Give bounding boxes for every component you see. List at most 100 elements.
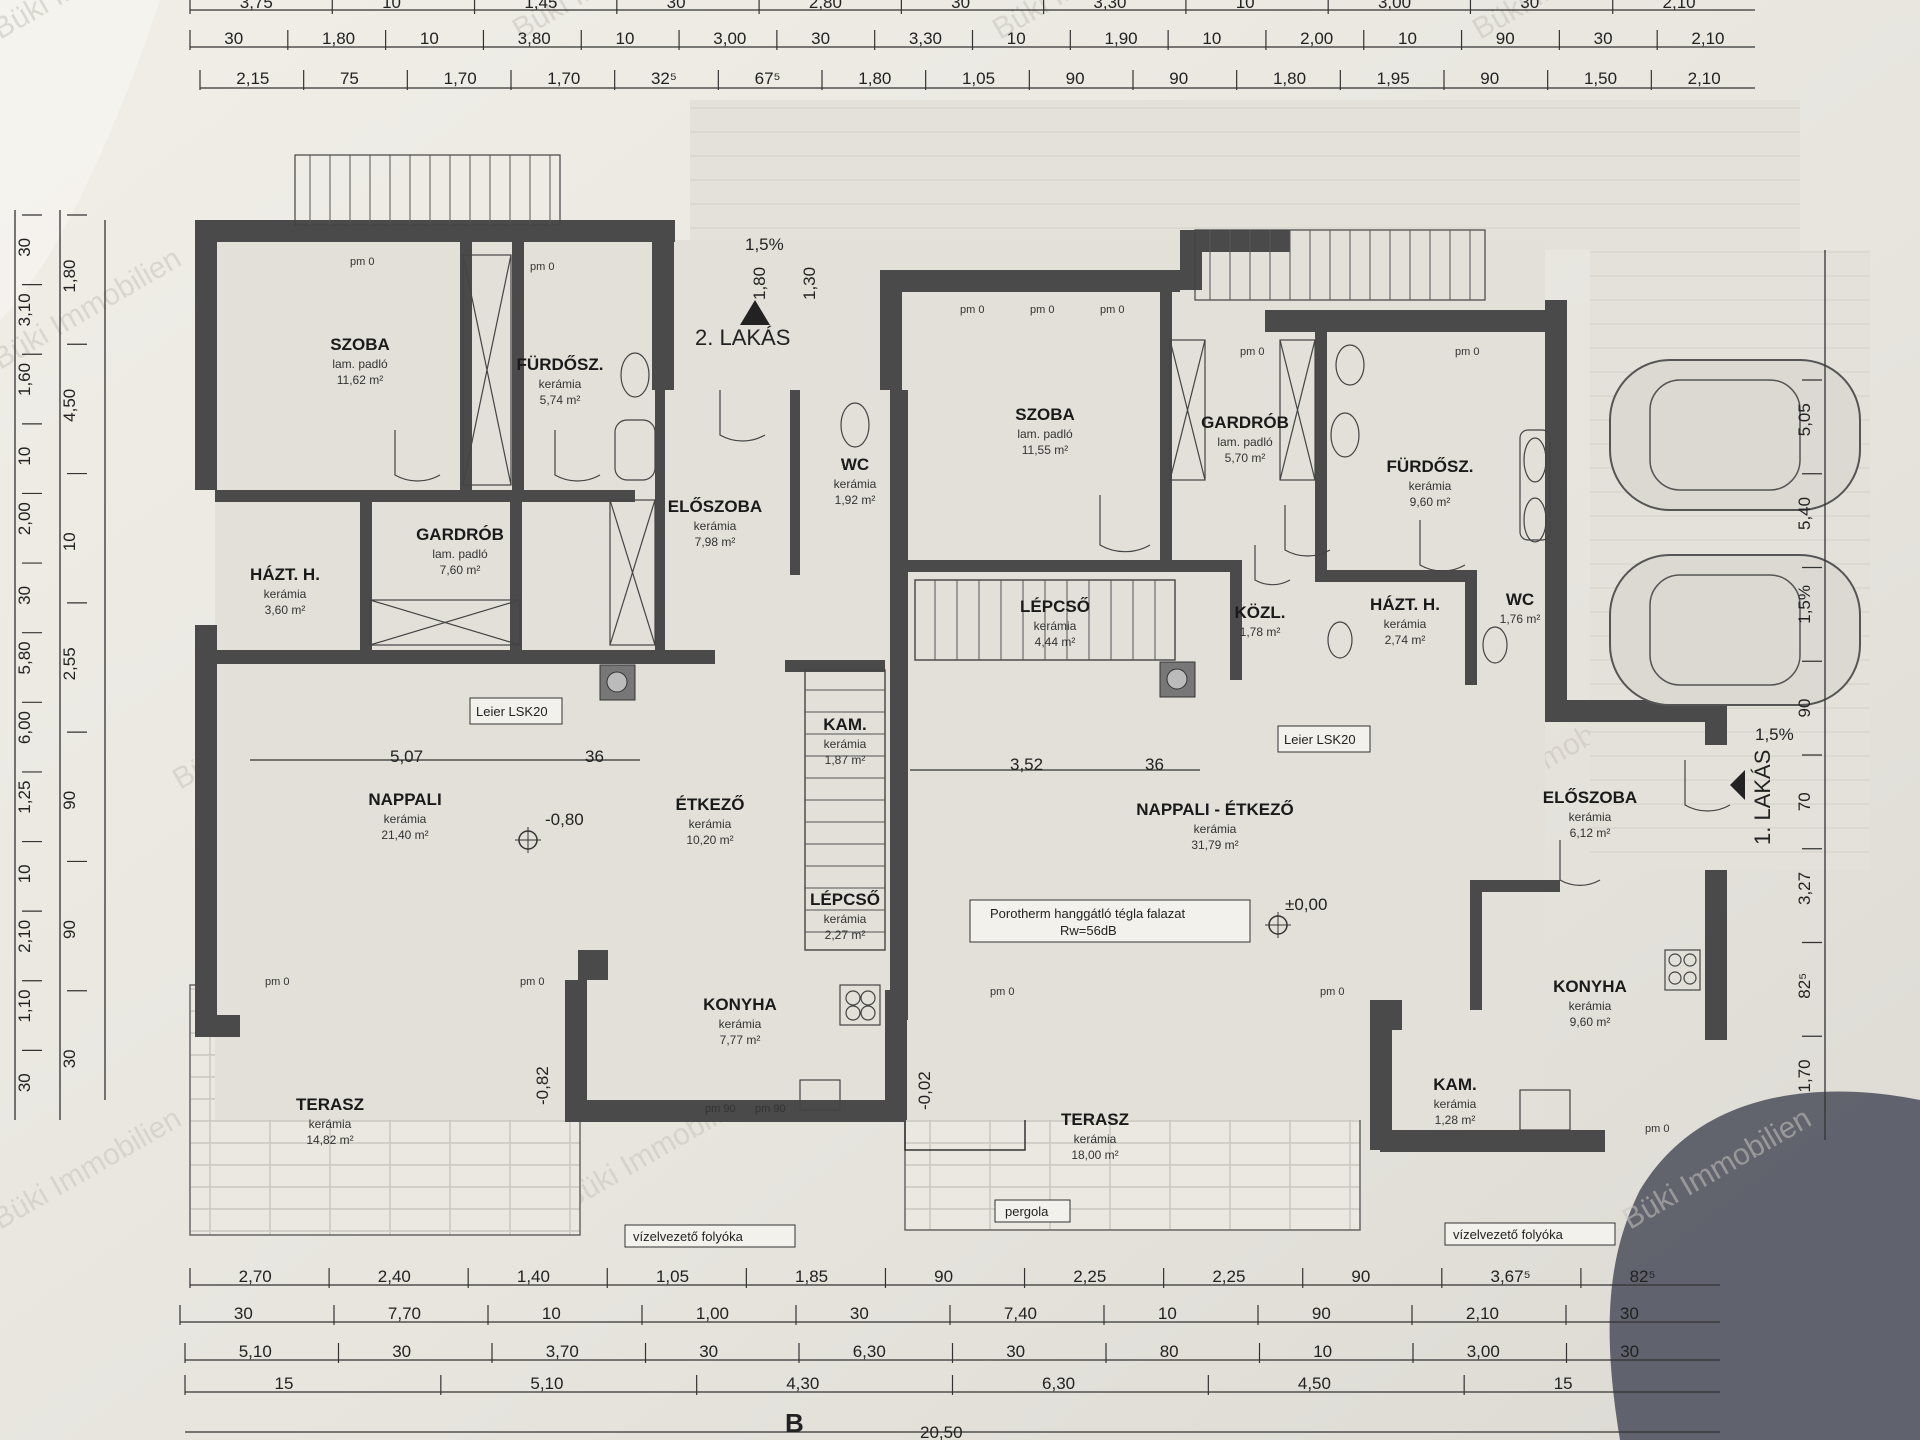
wardrobe-units <box>369 254 1316 646</box>
room-material: kerámia <box>539 377 582 391</box>
dimension-label: 30 <box>951 0 970 12</box>
room-name: ÉTKEZŐ <box>676 795 745 814</box>
interior-dimension: 1,30 <box>800 267 819 300</box>
room-material: kerámia <box>264 587 307 601</box>
room-material: kerámia <box>384 812 427 826</box>
chimney-icon <box>599 664 636 701</box>
room-name: KAM. <box>1433 1075 1476 1094</box>
dimension-label: 2,40 <box>378 1267 411 1286</box>
dimension-label: 1,45 <box>524 0 557 12</box>
dimension-label: 2,55 <box>60 647 79 680</box>
leier-label-left: Leier LSK20 <box>469 697 563 725</box>
dimension-label: 32⁵ <box>651 69 677 88</box>
room-material: kerámia <box>834 477 877 491</box>
dimension-lines <box>14 9 1826 1433</box>
dimension-label: 10 <box>542 1304 561 1323</box>
room-material: kerámia <box>1569 999 1612 1013</box>
unit-2-label: 2. LAKÁS <box>695 300 790 350</box>
floor-level-label: pm 0 <box>520 976 544 988</box>
interior-dimension: 1,80 <box>750 267 769 300</box>
dimension-label: 2,10 <box>1688 69 1721 88</box>
dimension-label: 3,30 <box>909 29 942 48</box>
dimension-label: 2,15 <box>236 69 269 88</box>
room-name: KONYHA <box>703 995 777 1014</box>
room-name: ELŐSZOBA <box>668 497 762 516</box>
dimension-label: 75 <box>340 69 359 88</box>
room-material: kerámia <box>1409 479 1452 493</box>
floor-level-label: pm 0 <box>1645 1123 1669 1135</box>
room-label: TERASZ kerámia 18,00 m² <box>1061 1110 1129 1162</box>
dimension-label: 1,80 <box>858 69 891 88</box>
unit-1-label: 1. LAKÁS <box>1730 750 1775 845</box>
room-name: WC <box>1506 590 1534 609</box>
dimension-label: 82⁵ <box>1795 973 1814 999</box>
room-material: kerámia <box>1194 822 1237 836</box>
svg-text:pergola: pergola <box>1005 1204 1049 1219</box>
svg-text:vízelvezető folyóka: vízelvezető folyóka <box>633 1229 744 1244</box>
dimension-label: 30 <box>1520 0 1539 12</box>
dimension-label: 30 <box>1620 1342 1639 1361</box>
floor-level-label: pm 0 <box>990 986 1014 998</box>
dimension-label: 10 <box>1398 29 1417 48</box>
room-area: 7,60 m² <box>440 563 481 577</box>
room-material: kerámia <box>719 1017 762 1031</box>
dimension-label: 30 <box>15 1073 34 1092</box>
dimension-label: 30 <box>15 586 34 605</box>
level-marker-icon <box>1265 912 1291 938</box>
chimney-icon <box>1159 661 1196 698</box>
dimension-label: 80 <box>1160 1342 1179 1361</box>
dimension-label: 2,25 <box>1212 1267 1245 1286</box>
dimension-label: 10 <box>15 447 34 466</box>
interior-dimension: 1,5% <box>745 235 784 254</box>
dimension-label: 30 <box>15 238 34 257</box>
dimension-label: 3,70 <box>546 1342 579 1361</box>
staircase-right <box>914 579 1176 661</box>
dimension-label: 70 <box>1795 792 1814 811</box>
room-name: GARDRÓB <box>1201 413 1289 432</box>
room-material: kerámia <box>1034 619 1077 633</box>
dimension-label: 15 <box>1554 1374 1573 1393</box>
room-material: kerámia <box>1074 1132 1117 1146</box>
room-area: 18,00 m² <box>1071 1148 1118 1162</box>
interior-walls <box>215 240 1560 1020</box>
dimension-label: 30 <box>699 1342 718 1361</box>
svg-text:1. LAKÁS: 1. LAKÁS <box>1750 750 1775 845</box>
dimension-label: 10 <box>15 864 34 883</box>
room-name: SZOBA <box>1015 405 1075 424</box>
door-swings <box>394 390 1731 886</box>
dimension-label: 10 <box>420 29 439 48</box>
dimension-label: 1,10 <box>15 989 34 1022</box>
floor-level-label: pm 0 <box>1455 346 1479 358</box>
dimension-label: 5,40 <box>1795 497 1814 530</box>
dimension-label: 30 <box>1006 1342 1025 1361</box>
svg-text:Porotherm hanggátló tégla fala: Porotherm hanggátló tégla falazat <box>990 906 1186 921</box>
entry-stair-top-right <box>1194 229 1486 301</box>
dimension-label: 5,10 <box>239 1342 272 1361</box>
car-icon <box>1609 359 1861 511</box>
dimension-label: 3,67⁵ <box>1491 1267 1531 1286</box>
dimension-label: 1,80 <box>60 259 79 292</box>
dimension-label: 7,40 <box>1004 1304 1037 1323</box>
dimension-label: 10 <box>1158 1304 1177 1323</box>
room-area: 5,70 m² <box>1225 451 1266 465</box>
dimension-label: 10 <box>1202 29 1221 48</box>
dimension-label: 2,10 <box>1691 29 1724 48</box>
dimension-label: 10 <box>1236 0 1255 12</box>
room-material: lam. padló <box>1217 435 1273 449</box>
dimension-label: 30 <box>234 1304 253 1323</box>
dimension-label: 90 <box>1496 29 1515 48</box>
room-area: 1,76 m² <box>1500 612 1541 626</box>
entry-stair-top-left <box>294 154 561 226</box>
room-name: TERASZ <box>1061 1110 1129 1129</box>
dimension-label: 4,30 <box>786 1374 819 1393</box>
